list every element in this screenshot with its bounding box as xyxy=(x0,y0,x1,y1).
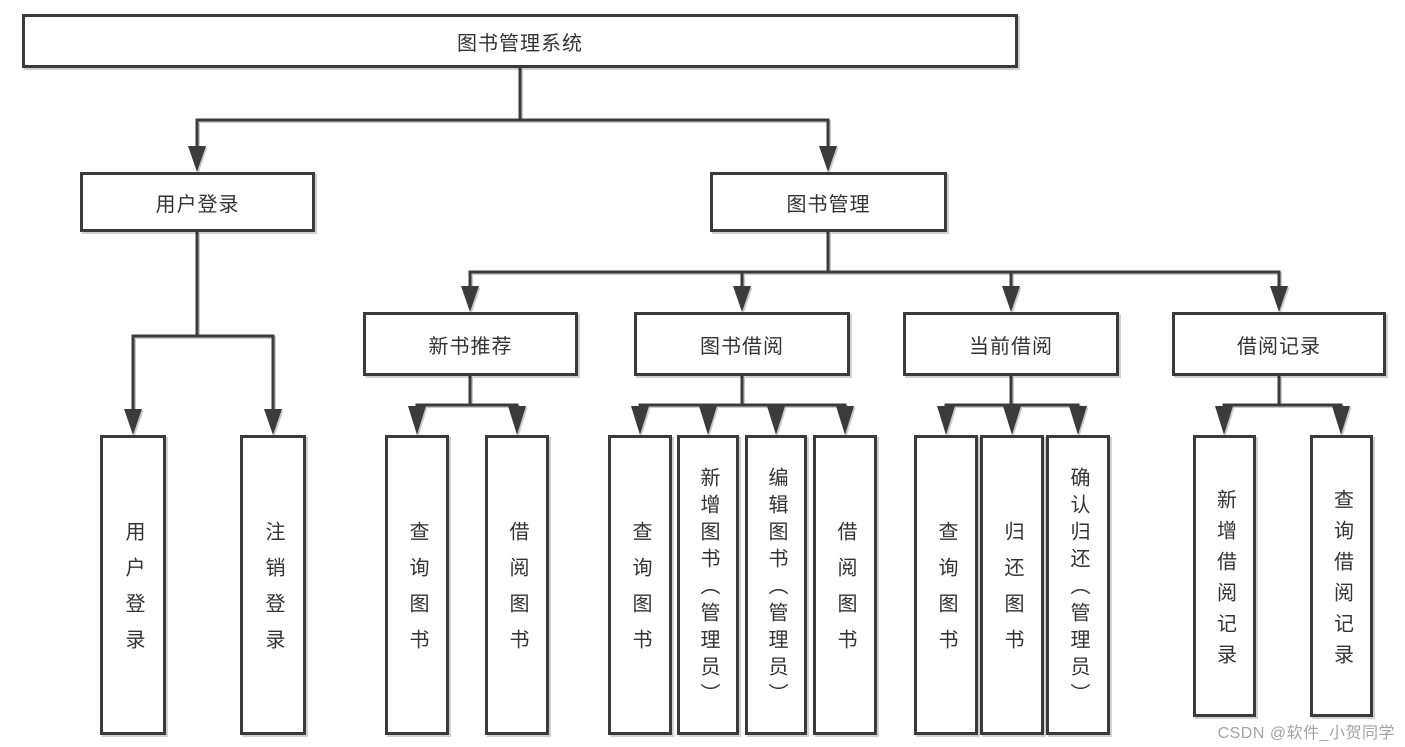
leaf-current-query: 查询图书 xyxy=(914,435,978,735)
leaf-user-login-label: 用户登录 xyxy=(122,521,144,665)
arrowhead-userlogin xyxy=(188,146,206,172)
leaf-logout-label: 注销登录 xyxy=(262,521,284,665)
node-borrow-record: 借阅记录 xyxy=(1172,312,1386,376)
leaf-borrow-query-label: 查询图书 xyxy=(629,521,651,665)
leaf-borrow-query: 查询图书 xyxy=(608,435,672,735)
leaf-newbook-query: 查询图书 xyxy=(385,435,449,735)
arrowhead-bookborrow-leaf1 xyxy=(631,406,649,435)
leaf-add-borrow-record-label: 新增借阅记录 xyxy=(1213,488,1236,675)
arrowhead-bookborrow-leaf4 xyxy=(836,406,854,435)
leaf-edit-book-admin-label: 编辑图书（管理员） xyxy=(765,467,787,710)
arrowhead-currentborrow-leaf2 xyxy=(1003,406,1021,435)
node-user-login-label: 用户登录 xyxy=(155,193,240,216)
leaf-add-borrow-record: 新增借阅记录 xyxy=(1193,435,1256,717)
arrowhead-currentborrow-leaf3 xyxy=(1069,406,1087,435)
node-book-borrow: 图书借阅 xyxy=(634,312,850,376)
arrowhead-newbook xyxy=(461,286,479,312)
node-book-borrow-label: 图书借阅 xyxy=(700,335,784,358)
leaf-newbook-query-label: 查询图书 xyxy=(406,521,428,665)
leaf-confirm-return-admin: 确认归还（管理员） xyxy=(1046,435,1110,735)
leaf-return-book: 归还图书 xyxy=(980,435,1044,735)
node-book-management-label: 图书管理 xyxy=(786,193,871,216)
arrowhead-currentborrow-leaf1 xyxy=(937,406,955,435)
csdn-watermark: CSDN @软件_小贺同学 xyxy=(1217,725,1395,742)
leaf-newbook-borrow-label: 借阅图书 xyxy=(506,521,528,665)
node-current-borrow-label: 当前借阅 xyxy=(969,335,1053,358)
node-root-system: 图书管理系统 xyxy=(22,14,1018,68)
node-new-book-recommend: 新书推荐 xyxy=(363,312,578,376)
leaf-borrow-book-label: 借阅图书 xyxy=(834,521,856,665)
arrowhead-bookmgmt xyxy=(819,146,837,172)
arrowhead-borrowrecord-leaf2 xyxy=(1332,406,1350,435)
leaf-newbook-borrow: 借阅图书 xyxy=(485,435,549,735)
arrowhead-bookborrow-leaf2 xyxy=(699,406,717,435)
arrowhead-bookborrow-leaf3 xyxy=(767,406,785,435)
leaf-return-book-label: 归还图书 xyxy=(1001,521,1023,665)
arrowhead-currentborrow xyxy=(1002,286,1020,312)
leaf-user-login: 用户登录 xyxy=(100,435,166,735)
node-user-login: 用户登录 xyxy=(80,172,315,232)
leaf-borrow-book: 借阅图书 xyxy=(813,435,877,735)
leaf-logout: 注销登录 xyxy=(240,435,306,735)
arrowhead-leaf-userlogin xyxy=(124,409,142,435)
leaf-confirm-return-admin-label: 确认归还（管理员） xyxy=(1067,467,1089,710)
leaf-add-book-admin: 新增图书（管理员） xyxy=(677,435,739,735)
node-new-book-recommend-label: 新书推荐 xyxy=(428,335,513,358)
leaf-add-book-admin-label: 新增图书（管理员） xyxy=(697,467,719,710)
node-root-label: 图书管理系统 xyxy=(457,32,583,55)
arrowhead-newbook-leaf2 xyxy=(508,406,526,435)
leaf-current-query-label: 查询图书 xyxy=(935,521,957,665)
node-borrow-record-label: 借阅记录 xyxy=(1237,335,1321,358)
arrowhead-newbook-leaf1 xyxy=(408,406,426,435)
node-book-management: 图书管理 xyxy=(710,172,947,232)
arrowhead-bookborrow xyxy=(733,286,751,312)
arrowhead-leaf-logout xyxy=(264,409,282,435)
arrowhead-borrowrecord-leaf1 xyxy=(1215,406,1233,435)
leaf-query-borrow-record: 查询借阅记录 xyxy=(1310,435,1373,717)
leaf-edit-book-admin: 编辑图书（管理员） xyxy=(745,435,807,735)
node-current-borrow: 当前借阅 xyxy=(903,312,1119,376)
arrowhead-borrowrecord xyxy=(1270,286,1288,312)
leaf-query-borrow-record-label: 查询借阅记录 xyxy=(1330,488,1353,675)
